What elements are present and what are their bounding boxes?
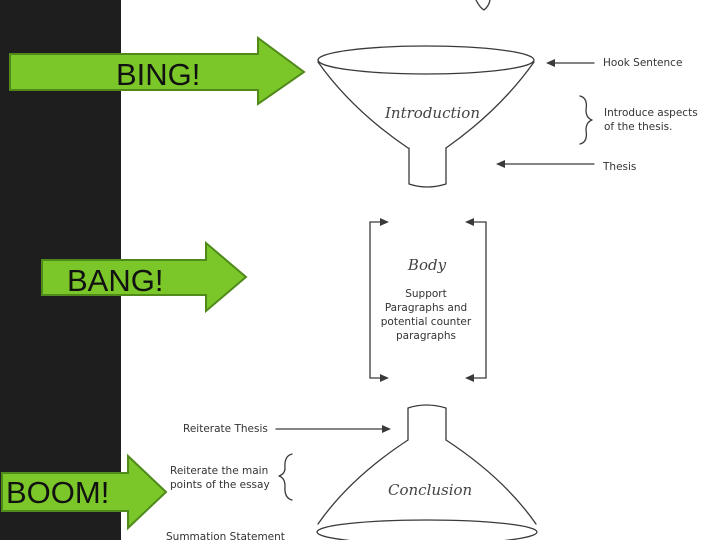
aspects-annotation: Introduce aspects of the thesis. [579,95,698,145]
top-arrow-fragment [475,0,491,11]
conclusion-funnel-rim [316,519,538,540]
intro-funnel-label: Introduction [384,104,480,122]
conclusion-funnel-spout [407,404,447,441]
conclusion-funnel: Conclusion [316,404,538,540]
aspects-line2: of the thesis. [604,121,672,133]
aspects-brace [579,95,593,145]
intro-funnel-left-side [317,61,409,149]
main-points-line1: Reiterate the main [170,465,268,477]
summation-annotation: Summation Statement [166,531,285,540]
reiterate-thesis-annotation: Reiterate Thesis [183,423,391,435]
bang-arrow-shape [41,240,248,314]
boom-arrow: BOOM! [0,452,170,532]
bing-arrow-shape [9,36,306,106]
main-points-line2: points of the essay [170,479,270,491]
main-points-annotation: Reiterate the main points of the essay [170,453,293,501]
body-line1: Support [405,288,447,300]
intro-funnel-spout [408,147,447,188]
introduction-funnel: Introduction [317,45,535,188]
thesis-annotation: Thesis [496,160,636,173]
intro-funnel-right-side [445,61,535,149]
conclusion-left-side [317,439,409,525]
conclusion-right-side [445,439,537,525]
body-line4: paragraphs [396,330,456,342]
body-line3: potential counter [381,316,472,328]
conclusion-funnel-label: Conclusion [388,481,472,499]
boom-arrow-shape [1,453,168,531]
summation-text: Summation Statement [166,531,285,540]
hook-text: Hook Sentence [603,57,682,69]
aspects-line1: Introduce aspects [604,107,698,119]
bing-arrow: BING! [8,36,308,108]
intro-funnel-rim [317,45,535,75]
reiterate-thesis-text: Reiterate Thesis [183,423,268,435]
boom-label: BOOM! [6,475,110,510]
main-points-brace [278,453,293,501]
bang-label: BANG! [67,263,164,298]
body-box: Body Support Paragraphs and potential co… [369,218,487,382]
body-title: Body [407,256,447,274]
bing-label: BING! [116,57,201,92]
hook-annotation: Hook Sentence [546,57,682,69]
body-line2: Paragraphs and [385,302,467,314]
bang-arrow: BANG! [40,240,250,315]
thesis-text: Thesis [602,161,636,173]
